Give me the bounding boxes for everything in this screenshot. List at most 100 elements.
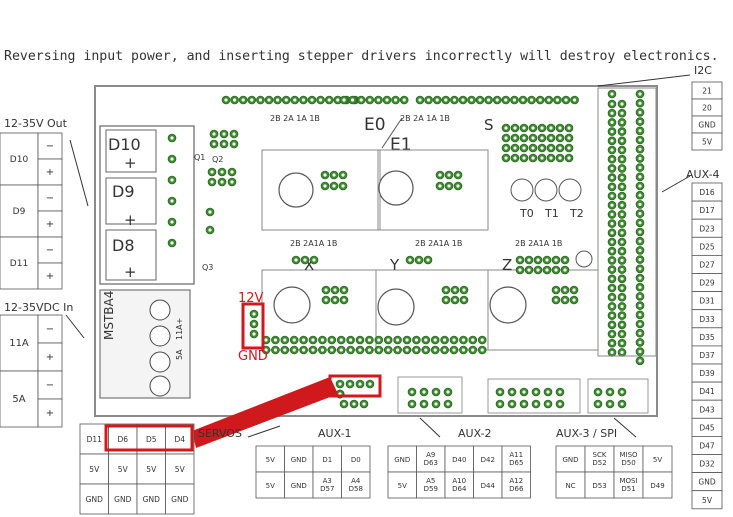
in-row-0-plus: + <box>46 352 54 363</box>
aux4-pin-0: D16 <box>699 188 715 197</box>
out-row-0-minus-cell <box>37 132 63 160</box>
servo-r0-c0: D11 <box>87 435 103 444</box>
aux2-r0-c0-cell <box>387 445 417 473</box>
in-power-table: 11A−+5A−+ <box>0 314 63 428</box>
servos-title: SERVOS <box>198 427 242 440</box>
aux1-r0-c3-cell <box>341 445 371 473</box>
servo-r2-c1: GND <box>114 495 131 504</box>
servo-r1-c2-cell <box>136 453 166 485</box>
servo-r0-c2: D5 <box>146 435 157 444</box>
in-row-1-plus: + <box>46 408 54 419</box>
aux3-onboard <box>587 378 649 414</box>
terminal-plus-2: + <box>124 211 137 229</box>
aux1-r0-c2-cell <box>312 445 342 473</box>
extruder-e1-label: E1 <box>390 135 412 155</box>
servo-r2-c1-cell <box>108 483 138 515</box>
terminal-d9-label: D9 <box>112 182 135 201</box>
stepper-y-pins-label: 2B 2A1A 1B <box>415 239 462 248</box>
in-power-title: 12-35VDC In <box>4 301 73 314</box>
out-row-2-minus: − <box>46 245 54 256</box>
servo-r1-c0: 5V <box>89 465 100 474</box>
out-row-0-plus: + <box>46 167 54 178</box>
aux4-pin-17-cell <box>691 490 723 510</box>
aux4-pin-4: D27 <box>699 260 715 269</box>
thermistor-caps <box>510 178 582 202</box>
servo-r0-c3: D4 <box>174 435 185 444</box>
aux2-r0-c3: D42 <box>481 456 495 464</box>
terminal-plus-3: + <box>124 263 137 281</box>
aux1-r1-c1: GND <box>291 482 307 490</box>
mstba4-input-block: MSTBA4 11A+ 5A <box>99 289 191 399</box>
i2c-title: I2C <box>694 64 712 77</box>
out-row-0-minus: − <box>46 141 54 152</box>
warning-text: Reversing input power, and inserting ste… <box>4 49 719 64</box>
aux2-r0-c4-cell <box>501 445 531 473</box>
aux4-pin-12: D43 <box>699 405 715 414</box>
aux4-pin-1: D17 <box>699 206 715 215</box>
servo-r2-c2-cell <box>136 483 166 515</box>
i2c-pin-2: GND <box>698 121 715 130</box>
thermistor-t1-label: T1 <box>544 207 559 220</box>
servo-r2-c0: GND <box>86 495 103 504</box>
fuse-5a-label: 5A <box>175 349 184 360</box>
aux1-onboard <box>397 376 463 414</box>
servo-r1-c0-cell <box>79 453 109 485</box>
aux1-leader <box>247 425 281 438</box>
extruder-e0-label: E0 <box>364 115 386 135</box>
i2c-pin-3: 5V <box>702 138 713 147</box>
stepper-z-pins-label: 2B 2A1A 1B <box>515 239 562 248</box>
aux4-leader <box>661 175 691 193</box>
out-row-1-minus-cell <box>37 184 63 212</box>
aux4-pin-15: D32 <box>699 460 715 469</box>
aux4-pin-5: D29 <box>699 279 715 288</box>
aux2-r1-c3-cell <box>473 471 503 499</box>
aux1-r1-c3-cell <box>341 471 371 499</box>
aux3-r0-c3-cell <box>642 445 673 473</box>
servo-r1-c2: 5V <box>146 465 157 474</box>
aux4-pin-17: 5V <box>702 496 713 505</box>
in-row-1-plus-cell <box>37 398 63 428</box>
aux1-r0-c1-cell <box>284 445 314 473</box>
aux2-r1-c2-cell <box>444 471 474 499</box>
stepper-e0b-pins-label: 2B 2A 1A 1B <box>400 114 450 123</box>
u-logo-icon <box>575 250 593 268</box>
q3-label: Q3 <box>202 263 213 272</box>
out-power-title: 12-35V Out <box>4 117 68 130</box>
out-row-1-plus: + <box>46 219 54 230</box>
terminal-d8-label: D8 <box>112 236 135 255</box>
aux2-leader <box>419 417 441 438</box>
power-pin-highlight <box>241 302 265 350</box>
servo-r2-c3: GND <box>171 495 188 504</box>
aux4-pin-10: D39 <box>699 369 715 378</box>
aux4-pin-8: D35 <box>699 333 715 342</box>
stepper-x-pins-label: 2B 2A1A 1B <box>290 239 337 248</box>
servo-r0-c1: D6 <box>117 435 128 444</box>
aux4-title: AUX-4 <box>686 168 720 181</box>
aux3-r1-c0-cell <box>555 471 586 499</box>
aux1-r1-c1-cell <box>284 471 314 499</box>
aux2-r1-c1-cell <box>416 471 446 499</box>
terminal-plus-1: + <box>124 154 137 172</box>
pin-headers <box>167 89 645 409</box>
q2-label: Q2 <box>212 155 223 164</box>
i2c-leader <box>597 74 691 87</box>
aux2-r0-c1-cell <box>416 445 446 473</box>
servo-r2-c2: GND <box>143 495 160 504</box>
aux2-r1-c0-cell <box>387 471 417 499</box>
aux3-r1-c2-cell <box>613 471 644 499</box>
aux2-onboard <box>487 378 581 414</box>
aux2-r1-c3: D44 <box>481 482 496 490</box>
out-row-2-plus-cell <box>37 262 63 290</box>
aux2-r0-c0: GND <box>394 456 410 464</box>
aux1-r1-c0: 5V <box>266 482 275 490</box>
aux4-pin-16: GND <box>698 478 715 487</box>
